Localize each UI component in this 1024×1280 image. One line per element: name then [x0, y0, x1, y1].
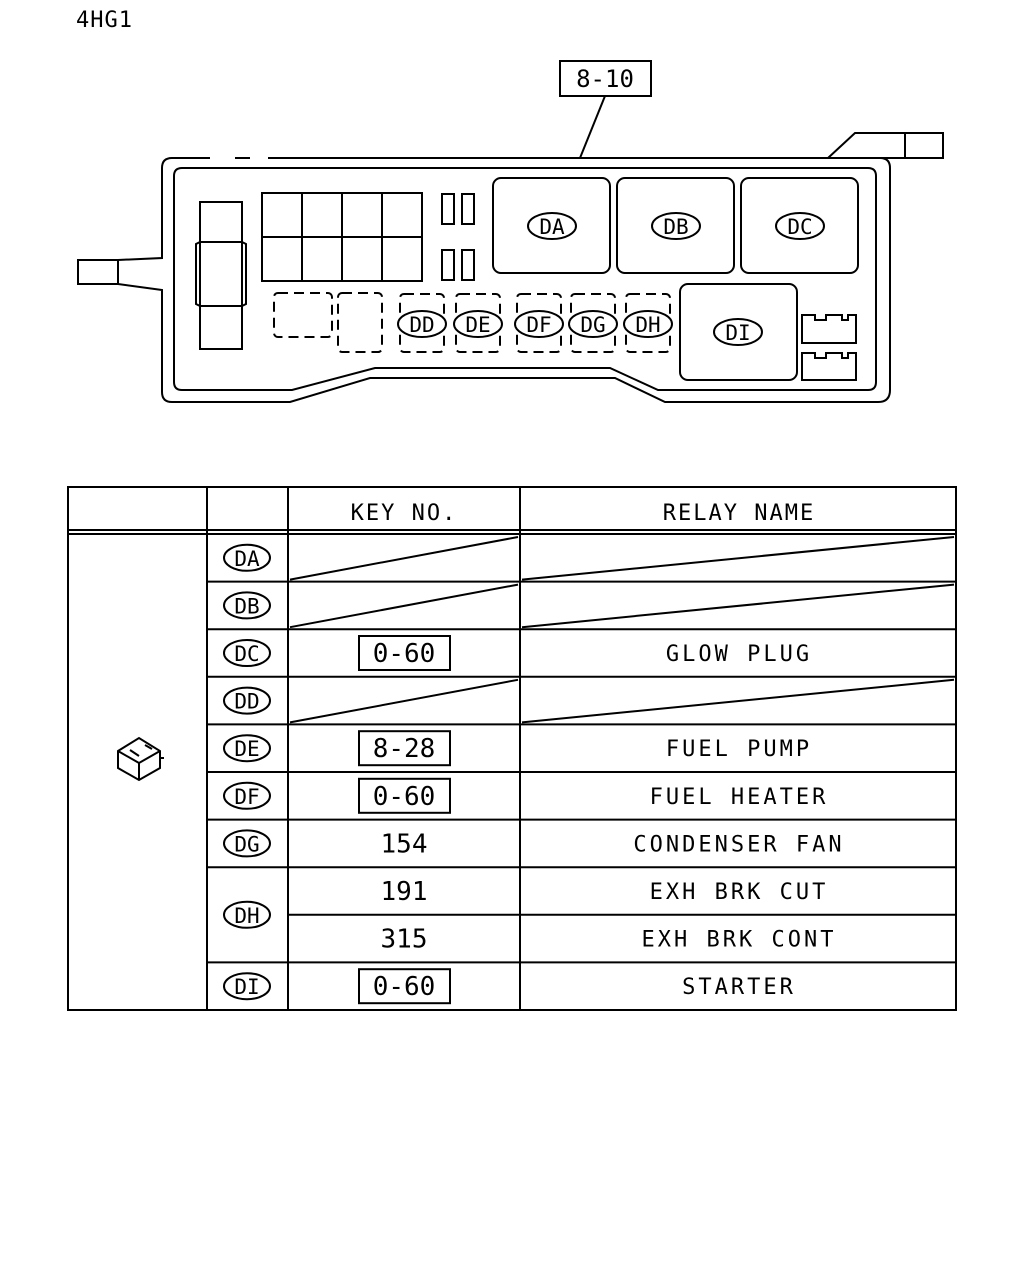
relay-code: DA: [234, 547, 260, 571]
key-no: 0-60: [373, 782, 436, 812]
table-row-di: DI 0-60 STARTER: [223, 968, 796, 1005]
key-no: 8-28: [373, 734, 436, 764]
relay-name: STARTER: [682, 975, 796, 1000]
table-row-dh: DH 191 EXH BRK CUT 315 EXH BRK CONT: [207, 877, 956, 964]
blank-key-slash: [289, 536, 519, 581]
model-label: 4HG1: [76, 8, 133, 33]
key-no-box: [358, 777, 451, 814]
header-key-no: KEY NO.: [351, 501, 458, 526]
reference-label: 8-10: [576, 65, 634, 93]
relay-code: DG: [234, 832, 259, 856]
relay-code: DF: [234, 785, 259, 809]
code-oval: [223, 972, 271, 1001]
relay-code: DD: [234, 690, 259, 714]
box-relay-dc: DC: [775, 212, 825, 240]
code-oval: [223, 543, 271, 572]
relay-code: DH: [234, 904, 259, 928]
box-relay-label-dd: DD: [409, 313, 434, 337]
box-relay-label-db: DB: [663, 215, 688, 239]
box-relay-di: DI: [713, 318, 763, 346]
key-no-box: [358, 968, 451, 1005]
relay-name: GLOW PLUG: [666, 642, 812, 667]
reference-callout: 8-10: [559, 60, 652, 159]
relay-name: CONDENSER FAN: [633, 832, 844, 857]
table-row-db: DB: [207, 583, 956, 631]
relay-table: KEY NO. RELAY NAME DA DB DC 0-60 GLOW PLUG DD…: [67, 486, 957, 1011]
table-row-dd: DD: [207, 678, 956, 726]
relay-name: FUEL PUMP: [666, 737, 812, 762]
blank-key-slash: [289, 583, 519, 629]
box-relay-labels: DA DB DC DD DE DF DG DH: [397, 212, 825, 346]
box-relay-dh: DH: [623, 310, 673, 338]
box-relay-label-di: DI: [725, 321, 750, 345]
relay-code: DB: [234, 594, 259, 618]
blank-name-slash: [521, 583, 955, 629]
code-oval: [223, 686, 271, 715]
box-relay-label-dh: DH: [635, 313, 660, 337]
relay-code: DC: [234, 642, 259, 666]
key-no-box: [358, 730, 451, 767]
relay-cube-icon: [117, 736, 164, 782]
code-oval: [223, 734, 271, 763]
relay-box: [77, 132, 944, 403]
relay-name: EXH BRK CUT: [650, 880, 829, 905]
key-no: 315: [381, 925, 428, 955]
relay-name: EXH BRK CONT: [642, 928, 837, 953]
box-relay-db: DB: [651, 212, 701, 240]
box-relay-label-de: DE: [465, 313, 490, 337]
table-row-dg: DG 154 CONDENSER FAN: [207, 829, 956, 869]
box-relay-df: DF: [514, 310, 564, 338]
key-no-box: [358, 635, 451, 671]
box-relay-label-dg: DG: [580, 313, 605, 337]
relay-code: DE: [234, 737, 259, 761]
table-row-df: DF 0-60 FUEL HEATER: [207, 777, 956, 821]
table-row-da: DA: [207, 536, 956, 583]
blank-key-slash: [289, 678, 519, 724]
box-relay-label-df: DF: [526, 313, 551, 337]
relay-code: DI: [234, 975, 259, 999]
box-relay-label-dc: DC: [787, 215, 812, 239]
blank-name-slash: [521, 536, 955, 581]
key-no: 0-60: [373, 639, 436, 669]
box-relay-dd: DD: [397, 310, 447, 338]
box-relay-label-da: DA: [539, 215, 565, 239]
key-no: 154: [381, 829, 428, 859]
key-no: 0-60: [373, 972, 436, 1002]
table-row-dc: DC 0-60 GLOW PLUG: [207, 635, 956, 678]
header-relay-name: RELAY NAME: [663, 501, 815, 526]
code-oval: [223, 639, 271, 667]
code-oval: [223, 829, 271, 858]
code-oval: [223, 591, 271, 620]
box-relay-dg: DG: [568, 310, 618, 338]
code-oval: [223, 900, 271, 929]
relay-name: FUEL HEATER: [650, 785, 829, 810]
blank-name-slash: [521, 678, 955, 724]
table-rows: DA DB DC 0-60 GLOW PLUG DD DE 8-28 FUEL PUMP DF 0-…: [207, 536, 956, 1005]
code-oval: [223, 781, 271, 810]
box-relay-da: DA: [527, 212, 577, 240]
key-no: 191: [381, 877, 428, 907]
box-relay-de: DE: [453, 310, 503, 338]
table-row-de: DE 8-28 FUEL PUMP: [207, 730, 956, 773]
